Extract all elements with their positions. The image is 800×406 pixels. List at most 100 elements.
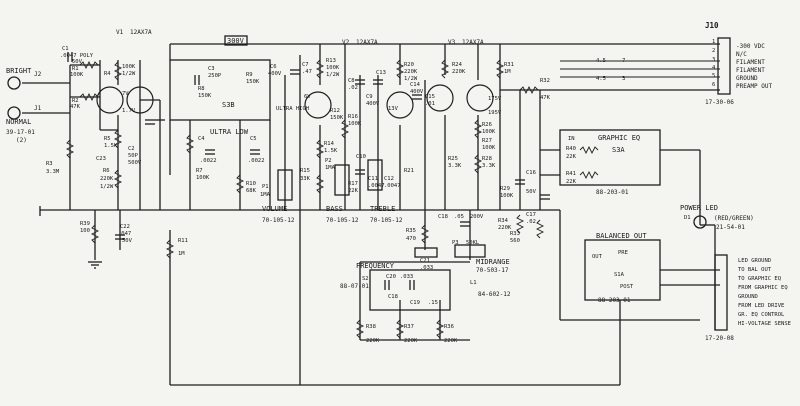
- normal-label: NORMAL: [6, 118, 31, 126]
- svg-text:C15: C15: [425, 94, 435, 100]
- svg-text:2: 2: [712, 48, 715, 54]
- svg-text:C7: C7: [302, 62, 309, 68]
- bottom-pin: TO GRAPHIC EQ: [738, 276, 781, 282]
- svg-text:220K: 220K: [452, 69, 466, 75]
- svg-text:C19: C19: [410, 300, 420, 306]
- svg-text:R35: R35: [406, 228, 416, 234]
- svg-text:S3A: S3A: [612, 146, 625, 154]
- svg-text:C16: C16: [526, 170, 536, 176]
- svg-text:R14: R14: [324, 141, 335, 147]
- tube-v1a: [96, 86, 124, 114]
- svg-text:.033: .033: [400, 274, 413, 280]
- svg-text:C23: C23: [96, 156, 106, 162]
- power-led-label: POWER LED: [680, 204, 718, 212]
- svg-text:470: 470: [406, 236, 416, 242]
- tube-v3a: [426, 84, 454, 112]
- tube-type: 12AX7A: [356, 39, 378, 46]
- tube-v2b: [386, 91, 414, 119]
- svg-text:.0022: .0022: [200, 158, 217, 164]
- svg-text:70-503-17: 70-503-17: [476, 267, 509, 274]
- svg-text:200V: 200V: [470, 214, 484, 220]
- svg-text:1/2W: 1/2W: [404, 76, 418, 82]
- svg-text:C10: C10: [356, 154, 366, 160]
- svg-text:.47: .47: [302, 69, 312, 75]
- svg-text:C20: C20: [386, 274, 396, 280]
- svg-text:P2: P2: [325, 158, 332, 164]
- svg-text:50V: 50V: [72, 59, 83, 65]
- svg-text:R29: R29: [500, 186, 510, 192]
- svg-text:150K: 150K: [246, 79, 260, 85]
- svg-text:17-20-08: 17-20-08: [705, 335, 734, 342]
- svg-text:R2: R2: [72, 98, 79, 104]
- svg-text:.0022: .0022: [248, 158, 265, 164]
- svg-text:PRE: PRE: [618, 250, 628, 256]
- svg-text:88-203-01: 88-203-01: [598, 297, 631, 304]
- svg-text:R15: R15: [300, 168, 310, 174]
- svg-text:220K: 220K: [100, 176, 114, 182]
- power-led: [693, 215, 707, 229]
- svg-text:33K: 33K: [300, 176, 311, 182]
- supply-box: [224, 35, 248, 46]
- svg-text:88-203-01: 88-203-01: [596, 189, 629, 196]
- bottom-pin: HI-VOLTAGE SENSE: [738, 321, 791, 327]
- svg-text:C22: C22: [120, 224, 130, 230]
- tube-v2a: [304, 91, 332, 119]
- svg-text:70-105-12: 70-105-12: [262, 217, 295, 224]
- tube-v3b: [466, 84, 494, 112]
- svg-text:5: 5: [712, 73, 715, 79]
- svg-text:100K: 100K: [196, 175, 210, 181]
- j10-pin: FILAMENT: [736, 67, 765, 74]
- j10-pin: -300 VDC: [736, 43, 765, 50]
- j10-pin: N/C: [736, 51, 747, 58]
- svg-text:R10: R10: [246, 181, 256, 187]
- svg-text:400V: 400V: [410, 89, 424, 95]
- bottom-pin: GR. EQ CONTROL: [738, 312, 785, 318]
- tube-ref: V3: [448, 39, 456, 46]
- svg-text:R4: R4: [104, 71, 111, 77]
- svg-text:C6: C6: [270, 64, 277, 70]
- svg-text:4: 4: [712, 65, 716, 71]
- svg-text:C4: C4: [198, 136, 205, 142]
- svg-text:R34: R34: [498, 218, 509, 224]
- svg-text:C14: C14: [410, 82, 421, 88]
- svg-text:C18: C18: [438, 214, 448, 220]
- svg-text:R26: R26: [482, 122, 492, 128]
- j10-pin: GROUND: [736, 75, 758, 82]
- svg-text:3.3K: 3.3K: [448, 163, 462, 169]
- svg-text:195V: 195V: [488, 110, 502, 116]
- resistors: [65, 59, 599, 339]
- normal-jack: [7, 106, 21, 120]
- svg-text:R27: R27: [482, 138, 492, 144]
- svg-text:R11: R11: [178, 238, 188, 244]
- svg-text:(RED/GREEN): (RED/GREEN): [714, 215, 754, 222]
- j10-ref: J10: [705, 21, 719, 30]
- svg-text:22K: 22K: [348, 188, 359, 194]
- svg-text:.0047 POLY: .0047 POLY: [60, 53, 94, 59]
- svg-text:220K: 220K: [498, 225, 512, 231]
- svg-text:.15: .15: [428, 300, 438, 306]
- svg-text:P3: P3: [452, 240, 459, 246]
- svg-text:39-17-01: 39-17-01: [6, 129, 35, 136]
- svg-text:R38: R38: [366, 324, 376, 330]
- bright-jack: [7, 76, 21, 90]
- balanced-out-label: BALANCED OUT: [596, 232, 647, 240]
- svg-text:1.5K: 1.5K: [104, 143, 118, 149]
- svg-text:150K: 150K: [330, 115, 344, 121]
- svg-text:22K: 22K: [566, 179, 577, 185]
- svg-text:560: 560: [510, 238, 520, 244]
- svg-text:.0047: .0047: [368, 183, 385, 189]
- svg-text:OUT: OUT: [592, 254, 603, 260]
- svg-text:47K: 47K: [540, 95, 551, 101]
- svg-text:C21: C21: [420, 258, 430, 264]
- capacitors: [67, 52, 550, 290]
- svg-text:S1A: S1A: [614, 272, 625, 278]
- svg-text:R31: R31: [504, 62, 514, 68]
- svg-text:7V: 7V: [122, 91, 129, 97]
- volume-label: VOLUME: [262, 205, 287, 213]
- svg-text:R16: R16: [348, 114, 358, 120]
- svg-text:C12: C12: [384, 176, 394, 182]
- svg-text:22K: 22K: [566, 154, 577, 160]
- svg-text:D1: D1: [684, 215, 691, 221]
- svg-text:POST: POST: [620, 284, 634, 290]
- tube-type: 12AX7A: [462, 39, 484, 46]
